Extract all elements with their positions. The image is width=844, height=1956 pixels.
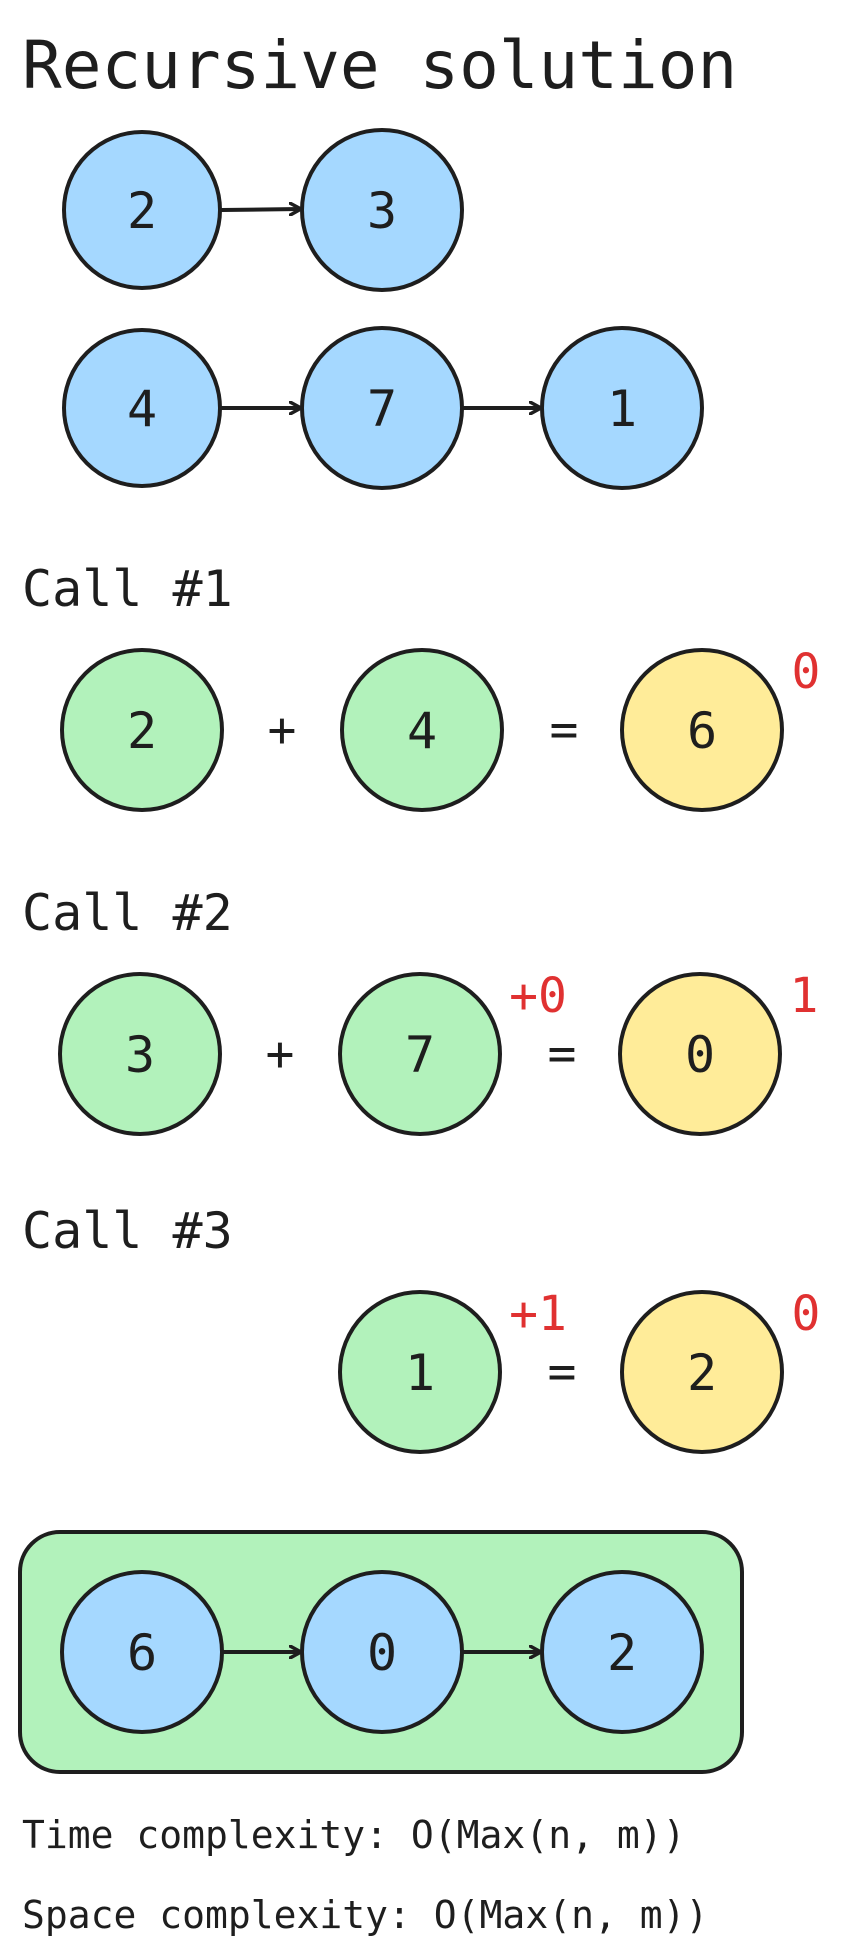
node-circle	[300, 326, 464, 490]
carry-in: +0	[509, 968, 567, 1024]
call-heading: Call #2	[22, 884, 233, 942]
node-circle	[60, 1570, 224, 1734]
node-value: 0	[367, 1624, 397, 1682]
equals-sign: =	[548, 1026, 577, 1082]
sum-node: 6	[620, 648, 784, 812]
list-node: 2	[540, 1570, 704, 1734]
operand-node: 2	[60, 648, 224, 812]
operand-node: 4	[340, 648, 504, 812]
sum-node: 0	[618, 972, 782, 1136]
node-circle	[620, 648, 784, 812]
list-arrow	[220, 209, 300, 210]
node-circle	[540, 1570, 704, 1734]
carry-out: 0	[792, 1286, 821, 1342]
node-circle	[300, 128, 464, 292]
node-value: 7	[367, 380, 397, 438]
node-circle	[540, 326, 704, 490]
plus-sign: +	[268, 702, 297, 758]
page-title: Recursive solution	[22, 27, 737, 104]
node-circle	[338, 1290, 502, 1454]
equals-sign: =	[550, 702, 579, 758]
node-value: 6	[687, 702, 717, 760]
sum-node: 2	[620, 1290, 784, 1454]
node-value: 2	[127, 702, 157, 760]
node-value: 3	[125, 1026, 155, 1084]
carry-in: +1	[509, 1286, 567, 1342]
node-circle	[62, 130, 222, 290]
call-3: Call #3 1 +1 = 2 0	[22, 1202, 821, 1454]
node-circle	[62, 328, 222, 488]
list-node: 4	[62, 328, 222, 488]
list-node: 1	[540, 326, 704, 490]
node-circle	[618, 972, 782, 1136]
node-value: 4	[407, 702, 437, 760]
carry-out: 1	[790, 968, 819, 1024]
input-list-1: 2 3	[62, 128, 464, 292]
node-value: 1	[607, 380, 637, 438]
time-complexity: Time complexity: O(Max(n, m))	[22, 1813, 685, 1857]
result-list: 6 0 2	[18, 1530, 744, 1774]
node-value: 2	[127, 182, 157, 240]
node-circle	[60, 648, 224, 812]
node-circle	[620, 1290, 784, 1454]
node-value: 2	[607, 1624, 637, 1682]
list-node: 3	[300, 128, 464, 292]
call-1: Call #1 2 + 4 = 6 0	[22, 560, 821, 812]
equals-sign: =	[548, 1344, 577, 1400]
node-value: 0	[685, 1026, 715, 1084]
call-heading: Call #1	[22, 560, 233, 618]
node-value: 1	[405, 1344, 435, 1402]
node-value: 7	[405, 1026, 435, 1084]
list-node: 6	[60, 1570, 224, 1734]
operand-node: 1	[338, 1290, 502, 1454]
operand-node: 3	[58, 972, 222, 1136]
plus-sign: +	[266, 1026, 295, 1082]
operand-node: 7	[338, 972, 502, 1136]
list-node: 2	[62, 130, 222, 290]
list-node: 7	[300, 326, 464, 490]
node-circle	[58, 972, 222, 1136]
input-list-2: 4 7 1	[62, 326, 704, 490]
node-value: 3	[367, 182, 397, 240]
carry-out: 0	[792, 644, 821, 700]
node-value: 2	[687, 1344, 717, 1402]
node-circle	[340, 648, 504, 812]
list-node: 0	[300, 1570, 464, 1734]
space-complexity: Space complexity: O(Max(n, m))	[22, 1893, 708, 1937]
call-heading: Call #3	[22, 1202, 233, 1260]
node-circle	[300, 1570, 464, 1734]
call-2: Call #2 3 + 7 +0 = 0 1	[22, 884, 819, 1136]
node-circle	[338, 972, 502, 1136]
node-value: 4	[127, 380, 157, 438]
node-value: 6	[127, 1624, 157, 1682]
